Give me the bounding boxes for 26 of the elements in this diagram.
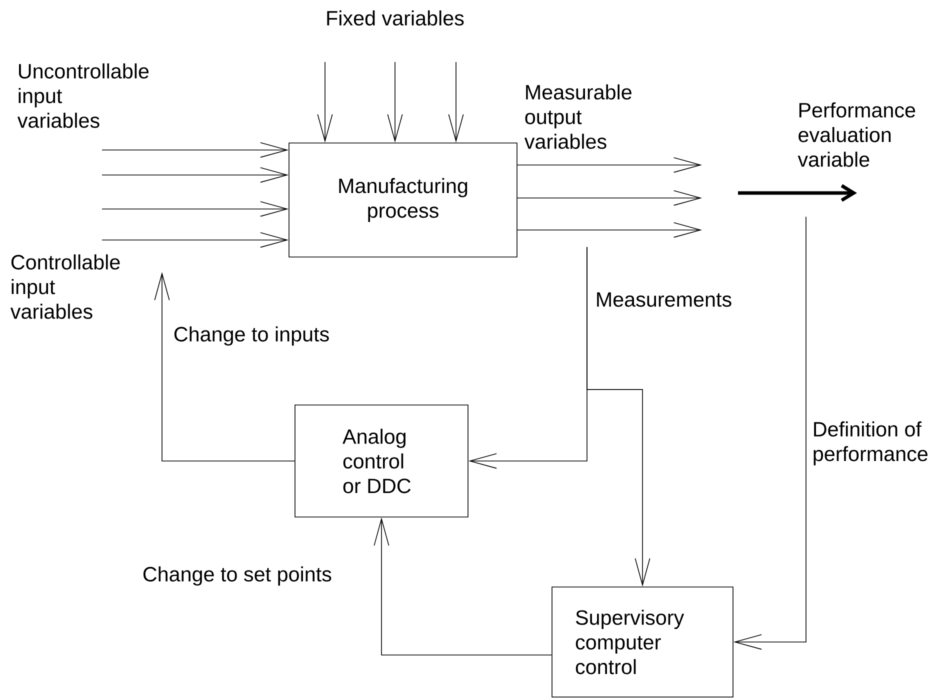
arrow — [517, 222, 702, 238]
arrow — [586, 246, 650, 587]
label: Measurable output variables — [524, 84, 632, 149]
label: Fixed variables — [327, 10, 464, 26]
arrow — [317, 62, 333, 143]
arrow — [154, 272, 295, 462]
process-box: Supervisory computer control — [552, 586, 734, 698]
edge-label: Measurements — [597, 292, 732, 307]
arrow — [102, 167, 289, 183]
arrow — [374, 517, 552, 656]
arrow — [517, 190, 702, 206]
process-box: Analog control or DDC — [294, 404, 468, 518]
edge-label: Change to set points — [143, 566, 332, 586]
edge-label: Definition of performance — [814, 421, 928, 466]
arrow — [517, 157, 702, 173]
label: Uncontrollable input variables — [17, 63, 149, 128]
arrow — [448, 62, 464, 143]
label: Controllable input variables — [10, 254, 120, 319]
arrow — [733, 216, 806, 650]
process-box: Manufacturing process — [288, 142, 518, 258]
arrow — [102, 142, 289, 158]
arrow — [387, 62, 403, 143]
edge-label: Change to inputs — [174, 326, 329, 346]
arrow — [102, 232, 289, 248]
output-label: Performance evaluation variable — [798, 102, 916, 167]
arrow — [102, 201, 289, 217]
